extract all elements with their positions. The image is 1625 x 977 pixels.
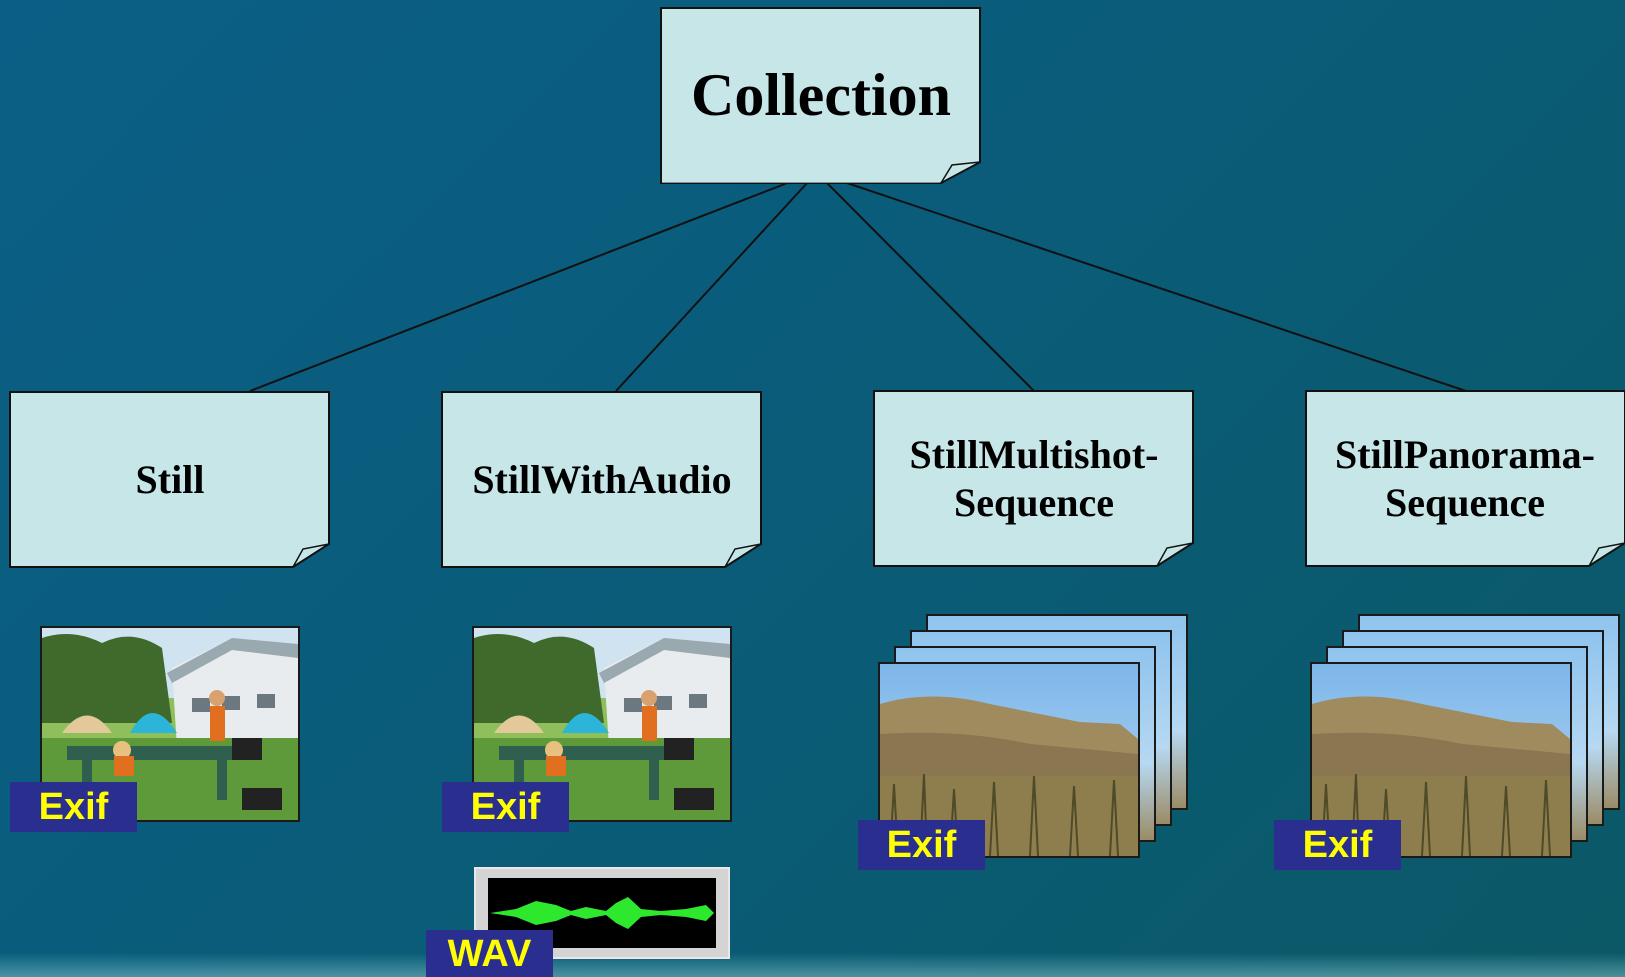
note-shape: [660, 7, 981, 184]
still-multishot-label: StillMultishot- Sequence: [909, 432, 1159, 525]
still-node: Still: [9, 391, 331, 568]
note-shape: [441, 391, 762, 568]
still-exif-tag: Exif: [10, 782, 137, 832]
bottom-band: [0, 953, 1625, 977]
still-with-audio-exif-tag: Exif: [442, 782, 569, 832]
still-label: Still: [135, 456, 205, 502]
note-shape: [873, 390, 1194, 567]
still-multishot-node: StillMultishot- Sequence: [873, 390, 1195, 567]
collection-node: Collection: [660, 7, 982, 184]
still-with-audio-node: StillWithAudio: [441, 391, 763, 568]
note-shape: [1305, 390, 1625, 567]
panorama-exif-tag: Exif: [1274, 820, 1401, 870]
connector-collection-stillwithaudio: [615, 181, 809, 392]
note-shape: [9, 391, 330, 568]
connector-collection-still: [249, 181, 791, 392]
collection-label: Collection: [691, 62, 951, 129]
connector-collection-panorama: [843, 181, 1467, 392]
wav-tag: WAV: [426, 930, 553, 977]
still-with-audio-label: StillWithAudio: [472, 456, 732, 502]
still-panorama-node: StillPanorama- Sequence: [1305, 390, 1625, 567]
still-panorama-label: StillPanorama- Sequence: [1335, 432, 1595, 525]
connector-collection-multishot: [825, 181, 1035, 392]
multishot-exif-tag: Exif: [858, 820, 985, 870]
